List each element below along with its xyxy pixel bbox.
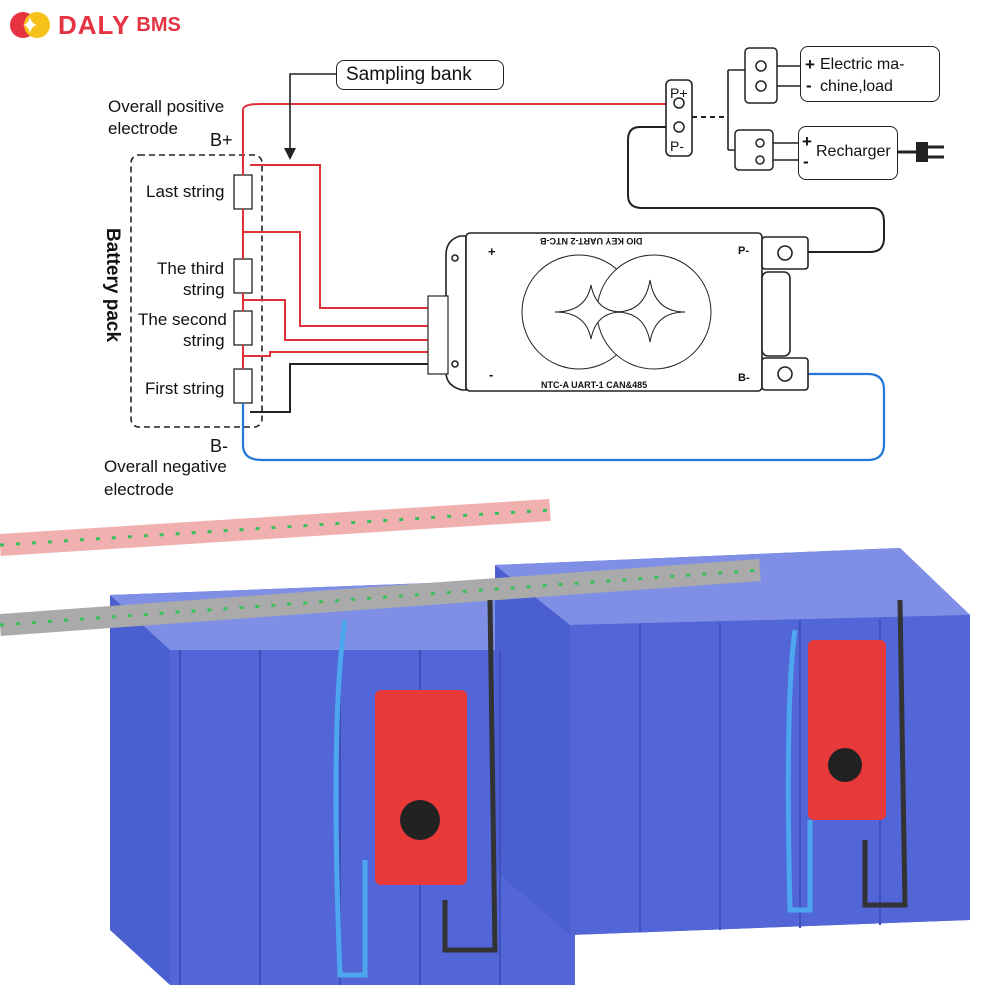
load-connector [744, 47, 778, 104]
bms-board [427, 232, 809, 392]
recharger-box [798, 126, 898, 180]
overall-positive-label: Overall positive [108, 97, 225, 116]
p-plus-label: P+ [670, 85, 688, 101]
daly-logo-icon [10, 12, 50, 38]
load-label: Electric ma- [820, 56, 905, 73]
board-p-minus: P- [738, 245, 749, 257]
battery-photo [0, 499, 970, 985]
sampling-wires [242, 103, 668, 369]
bms-unit-right [808, 640, 886, 820]
overall-negative-label-2: electrode [104, 480, 174, 499]
recharger-label: Recharger [816, 143, 891, 160]
second-string-label-2: string [183, 331, 225, 350]
p-minus-label: P- [670, 138, 684, 154]
board-b-minus: B- [738, 372, 750, 384]
charger-connector [734, 129, 774, 171]
board-top-ports: DIO KEY UART-2 NTC-B [540, 236, 643, 246]
b-plus-label: B+ [210, 130, 233, 150]
battery-cells [233, 174, 253, 404]
load-label-2: chine,load [820, 78, 893, 95]
board-minus: - [489, 367, 494, 382]
sampling-arrow [289, 73, 336, 150]
sampling-bank-label: Sampling bank [346, 64, 472, 85]
p-minus-wire [627, 126, 885, 253]
overall-positive-label-2: electrode [108, 119, 178, 138]
plug-icon [897, 142, 944, 162]
brand-suffix: BMS [136, 13, 181, 36]
third-string-label-2: string [183, 280, 225, 299]
bms-unit-left [375, 690, 467, 885]
sampling-bank-label-box [336, 60, 504, 90]
b-minus-label: B- [210, 436, 228, 456]
board-bottom-ports: NTC-A UART-1 CAN&485 [541, 380, 648, 390]
brand-name: DALY [58, 9, 131, 40]
board-plus: + [488, 244, 496, 259]
logo: DALY BMS [8, 8, 181, 42]
first-string-label: First string [145, 379, 225, 398]
load-box [800, 46, 940, 102]
overall-negative-label: Overall negative [104, 457, 227, 476]
second-string-label: The second [138, 310, 227, 329]
battery-pack-outline [130, 154, 263, 428]
battery-pack-label: Battery pack [102, 227, 124, 343]
recharger-minus: - [803, 152, 809, 171]
b-minus-wire [241, 372, 886, 462]
third-string-label: The third [157, 259, 225, 278]
load-minus: - [806, 76, 812, 95]
load-plus: + [805, 55, 815, 74]
last-string-label: Last string [146, 182, 225, 201]
negative-sense-wire [250, 363, 428, 413]
recharger-plus: + [802, 132, 812, 151]
